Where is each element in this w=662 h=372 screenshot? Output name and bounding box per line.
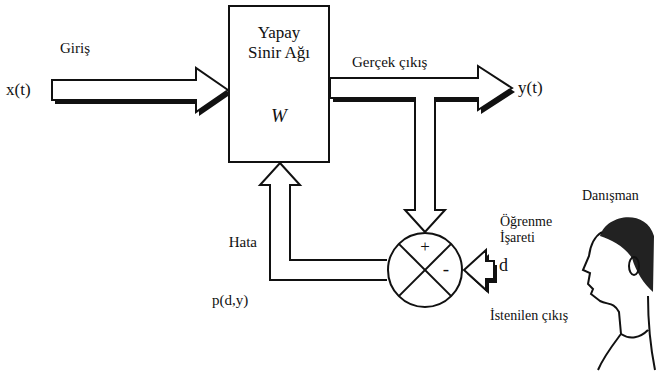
text-label: İstenilen çıkış xyxy=(490,308,568,324)
desired-output-arrow xyxy=(464,250,494,290)
network-box: Yapay Sinir AğıW xyxy=(228,5,330,163)
node-title: Yapay Sinir Ağı xyxy=(248,23,310,62)
summing-junction: +- xyxy=(387,232,463,308)
sign-label: - xyxy=(443,258,449,280)
text-label: Giriş xyxy=(60,40,90,57)
advisor-hair xyxy=(600,217,654,292)
junction-patch xyxy=(416,96,434,104)
junction-circle xyxy=(388,233,462,307)
advisor-face xyxy=(583,232,621,334)
arrow-head xyxy=(405,210,445,232)
text-label: x(t) xyxy=(6,80,31,100)
connector-outline xyxy=(280,185,387,270)
text-label: Danışman xyxy=(582,188,639,204)
weight-symbol: W xyxy=(249,105,309,127)
connector-outline xyxy=(330,88,425,210)
output-arrow xyxy=(330,66,512,110)
connector-fill xyxy=(330,88,425,212)
connector-fill xyxy=(280,183,387,270)
text-label: Öğrenme İşareti xyxy=(500,214,580,246)
input-arrow xyxy=(52,68,228,112)
edge-label: Hata xyxy=(229,234,257,251)
advisor-figure xyxy=(583,217,655,370)
text-label: Gerçek çıkış xyxy=(352,54,427,71)
text-label: p(d,y) xyxy=(212,292,248,309)
text-label: y(t) xyxy=(518,78,543,98)
sign-label: + xyxy=(420,237,430,257)
advisor-ear xyxy=(629,257,639,275)
connector xyxy=(330,88,445,232)
arrow-head xyxy=(260,163,300,185)
connector xyxy=(260,163,387,270)
text-label: d xyxy=(499,255,508,276)
advisor-shoulders xyxy=(598,296,655,370)
